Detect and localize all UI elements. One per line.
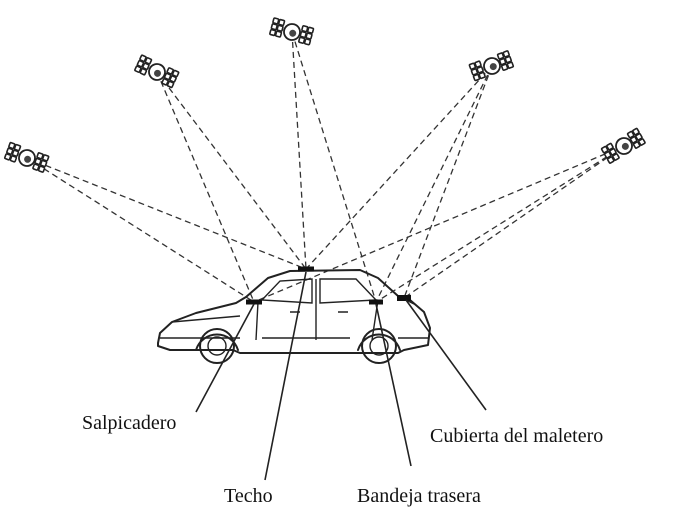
satellite-icon (469, 51, 513, 81)
satellites (5, 18, 646, 172)
leader-line (376, 304, 411, 466)
signal-line (376, 146, 624, 302)
signal-line (157, 72, 254, 302)
label-dashboard: Salpicadero (82, 413, 176, 433)
signal-line (376, 66, 492, 302)
label-leader-lines (196, 272, 486, 480)
leader-line (265, 272, 306, 480)
signal-line (404, 146, 624, 298)
signal-line (27, 158, 254, 302)
signal-lines (27, 32, 624, 302)
signal-line (27, 158, 306, 269)
signal-line (404, 66, 492, 298)
signal-line (292, 32, 306, 269)
antenna-marker-icon (298, 267, 314, 272)
car-icon (158, 270, 430, 363)
label-rear-shelf: Bandeja trasera (357, 486, 481, 506)
signal-line (292, 32, 376, 302)
satellite-icon (5, 142, 49, 172)
antenna-marker-icon (397, 295, 411, 301)
antenna-marker-icon (246, 300, 262, 305)
label-trunk-lid: Cubierta del maletero (430, 426, 603, 446)
satellite-icon (601, 128, 645, 163)
leader-line (406, 300, 486, 410)
antenna-marker-icon (369, 300, 383, 305)
label-roof: Techo (224, 486, 273, 506)
satellite-icon (135, 55, 179, 88)
satellite-icon (270, 18, 314, 45)
